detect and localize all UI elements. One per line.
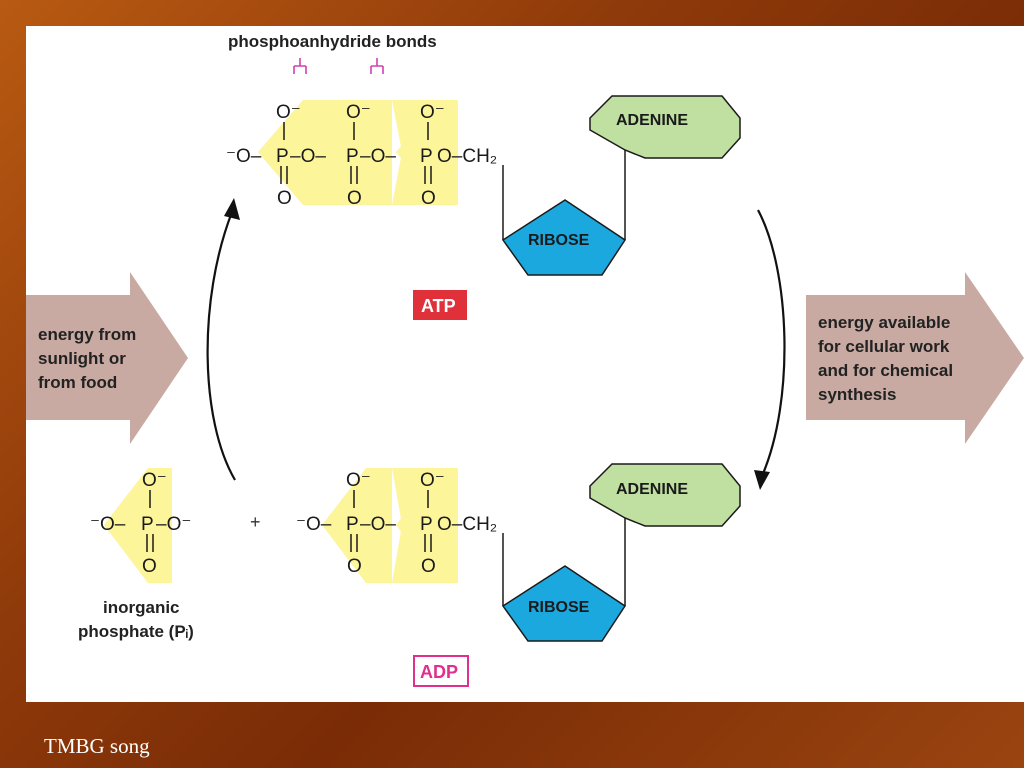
adp-phosphate-shape-1 [322, 468, 392, 583]
atp-adenine-shape [589, 95, 741, 159]
atp-ribose-shape [501, 199, 627, 276]
energy-output-arrow [806, 272, 1024, 444]
adp-adenine-shape [589, 463, 741, 527]
svg-text:P: P [346, 146, 359, 167]
svg-text:O: O [142, 556, 157, 577]
adp-label: ADP [420, 662, 458, 682]
svg-text:O⁻: O⁻ [420, 102, 445, 123]
svg-text:⁻O–: ⁻O– [226, 146, 262, 167]
svg-text:phosphate (Pᵢ): phosphate (Pᵢ) [78, 622, 194, 641]
svg-text:O⁻: O⁻ [346, 470, 371, 491]
svg-text:O–CH₂: O–CH₂ [437, 514, 497, 535]
svg-text:energy available: energy available [818, 313, 950, 332]
svg-text:inorganic: inorganic [103, 598, 180, 617]
svg-text:and for chemical: and for chemical [818, 361, 953, 380]
svg-text:O: O [421, 188, 436, 209]
adp-ribose-shape [501, 565, 627, 642]
atp-label-box [413, 290, 467, 320]
svg-text:P: P [276, 146, 289, 167]
atp-phosphate-chain: O⁻ O⁻ O⁻ ⁻O– P –O– P –O– P O–CH₂ O O O [226, 102, 497, 209]
energy-input-text: energy from sunlight or from food [38, 325, 136, 392]
svg-text:O⁻: O⁻ [142, 470, 167, 491]
svg-text:O: O [347, 556, 362, 577]
svg-text:P: P [420, 146, 433, 167]
phosphate-caption: inorganic phosphate (Pᵢ) [78, 598, 194, 641]
svg-text:–O–: –O– [360, 514, 396, 535]
bond-brackets [293, 58, 384, 74]
atp-adenine-label: ADENINE [616, 112, 688, 129]
adp-label-box [413, 655, 469, 687]
svg-text:O–CH₂: O–CH₂ [437, 146, 497, 167]
svg-text:⁻O–: ⁻O– [90, 514, 126, 535]
svg-text:O⁻: O⁻ [420, 470, 445, 491]
svg-text:P: P [420, 514, 433, 535]
bond-label: phosphoanhydride bonds [228, 32, 437, 51]
svg-text:O⁻: O⁻ [346, 102, 371, 123]
pi-phosphate-shape [104, 468, 172, 583]
atp-ribose-label: RIBOSE [528, 232, 590, 249]
svg-text:–O–: –O– [360, 146, 396, 167]
svg-text:O⁻: O⁻ [276, 102, 301, 123]
cycle-arrow-left [206, 211, 236, 481]
svg-text:P: P [141, 514, 154, 535]
svg-text:O: O [421, 556, 436, 577]
svg-text:synthesis: synthesis [818, 385, 896, 404]
svg-text:–O–: –O– [290, 146, 326, 167]
adp-adenine-label: ADENINE [616, 481, 688, 498]
adp-ribose-label: RIBOSE [528, 599, 590, 616]
slide-caption: TMBG song [44, 734, 150, 758]
atp-label: ATP [421, 296, 456, 316]
svg-text:energy from: energy from [38, 325, 136, 344]
svg-text:sunlight or: sunlight or [38, 349, 126, 368]
cycle-arrow-right [757, 209, 786, 477]
inorganic-phosphate: O⁻ ⁻O– P –O⁻ O [90, 470, 191, 577]
energy-output-text: energy available for cellular work and f… [818, 313, 953, 404]
svg-text:–O⁻: –O⁻ [156, 514, 191, 535]
svg-text:O: O [347, 188, 362, 209]
svg-text:P: P [346, 514, 359, 535]
svg-text:⁻O–: ⁻O– [296, 514, 332, 535]
svg-text:O: O [277, 188, 292, 209]
svg-text:from food: from food [38, 373, 117, 392]
plus-sign: + [250, 512, 261, 532]
svg-text:for cellular work: for cellular work [818, 337, 950, 356]
energy-input-arrow [26, 272, 188, 444]
atp-phosphate-shape-1 [258, 100, 322, 205]
adp-phosphate-chain: O⁻ O⁻ ⁻O– P –O– P O–CH₂ O O [296, 470, 497, 577]
atp-phosphate-shape-2b [340, 100, 392, 205]
